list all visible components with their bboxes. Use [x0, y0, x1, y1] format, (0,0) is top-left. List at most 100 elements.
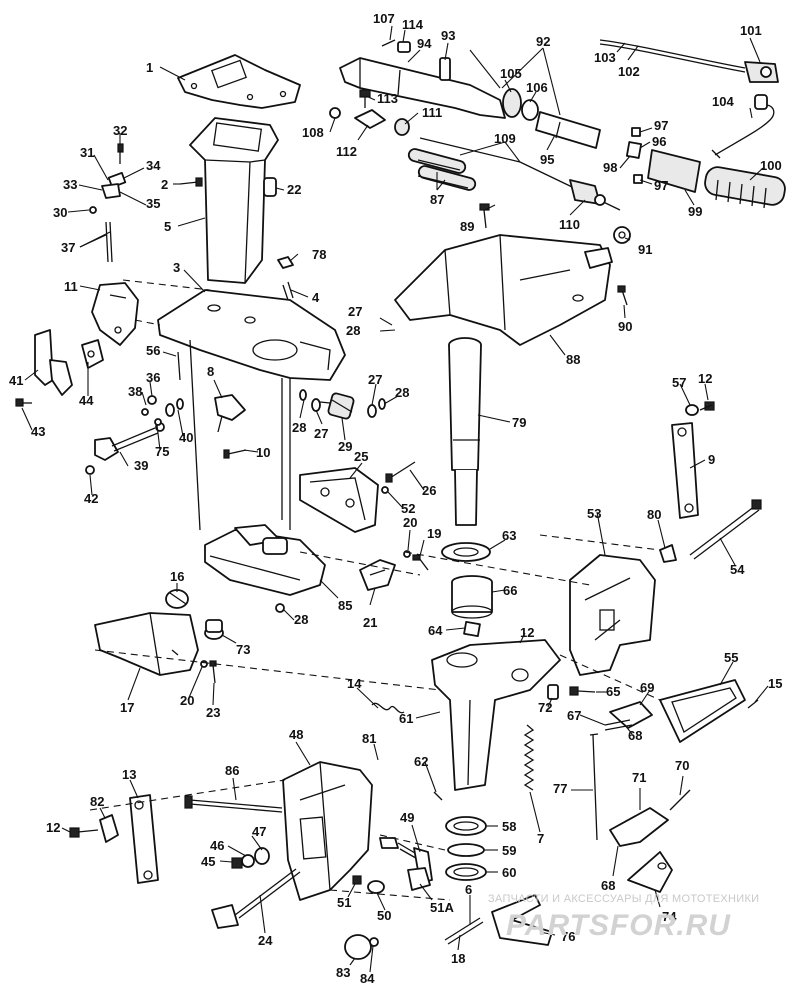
callout-52: 52 [401, 501, 415, 516]
callout-88: 88 [566, 352, 580, 367]
part-36-38-40-75-washers [141, 395, 184, 426]
part-107-114-small [381, 39, 411, 53]
callout-71: 71 [632, 770, 646, 785]
part-63-bushing [441, 542, 491, 562]
part-17-cover [94, 612, 199, 676]
callout-28-right: 28 [395, 385, 409, 400]
part-4-stud [282, 281, 294, 301]
part-87-grip-halves [407, 148, 477, 191]
part-85-cavitation-plate [204, 524, 326, 596]
callout-67: 67 [567, 708, 581, 723]
part-94-tiller-handle [339, 57, 506, 119]
part-41-bracket [34, 329, 73, 396]
part-22-grommet [263, 177, 277, 197]
callout-108: 108 [302, 125, 324, 140]
part-108-screw [329, 107, 341, 119]
callout-39: 39 [134, 458, 148, 473]
callout-49: 49 [400, 810, 414, 825]
callout-45: 45 [201, 854, 215, 869]
callout-27-lower: 27 [314, 426, 328, 441]
callout-12-right: 12 [698, 371, 712, 386]
callout-98: 98 [603, 160, 617, 175]
part-28-nut-lower [275, 603, 285, 613]
callout-83: 83 [336, 965, 350, 980]
part-112-113-friction [354, 89, 386, 129]
part-48-stern-bracket [282, 761, 373, 901]
alignment-lines [89, 279, 661, 901]
part-7-spring [523, 724, 535, 791]
callout-90: 90 [618, 319, 632, 334]
part-83-84-disc [344, 934, 379, 960]
callout-12-left: 12 [46, 820, 60, 835]
callout-87: 87 [430, 192, 444, 207]
part-10-screw [223, 449, 247, 459]
callout-38: 38 [128, 384, 142, 399]
part-105-106-collar [502, 88, 539, 121]
callout-24: 24 [258, 933, 273, 948]
part-43-screw [15, 398, 32, 407]
part-30-37-small-parts [89, 143, 127, 263]
part-53-clamp-bracket [569, 554, 656, 676]
part-39-shift-shaft [94, 422, 165, 461]
part-88-swivel-bracket [394, 234, 613, 346]
part-49-clamp-screw [379, 837, 433, 883]
part-95-shaft-tube [535, 111, 601, 149]
callout-20-top: 20 [403, 515, 417, 530]
leader-lines [21, 25, 769, 973]
callout-47: 47 [252, 824, 266, 839]
part-56-stud [177, 351, 181, 381]
callout-14: 14 [347, 676, 362, 691]
callout-27-top: 27 [348, 304, 362, 319]
callout-53: 53 [587, 506, 601, 521]
callout-19: 19 [427, 526, 441, 541]
callout-82: 82 [90, 794, 104, 809]
part-70-pin [669, 789, 691, 811]
callout-101: 101 [740, 23, 762, 38]
callout-103: 103 [594, 50, 616, 65]
callout-15: 15 [768, 676, 782, 691]
callout-31: 31 [80, 145, 94, 160]
part-29-bushing [319, 392, 355, 420]
callout-65: 65 [606, 684, 620, 699]
callout-81: 81 [362, 731, 376, 746]
part-3-adapter [157, 289, 346, 381]
part-79-steering-tube [448, 337, 482, 526]
callout-12-mid: 12 [520, 625, 534, 640]
part-15-screw [747, 699, 759, 709]
part-78-nut [277, 256, 294, 269]
part-82-clip [99, 814, 119, 843]
part-58-59-60-rings [445, 816, 487, 881]
callout-72: 72 [538, 700, 552, 715]
callout-42: 42 [84, 491, 98, 506]
part-11-lever [91, 282, 139, 346]
callout-43: 43 [31, 424, 45, 439]
callout-63: 63 [502, 528, 516, 543]
callout-40: 40 [179, 430, 193, 445]
callout-17: 17 [120, 700, 134, 715]
part-109-110-throttle-shaft [419, 137, 621, 211]
callout-76: 76 [561, 929, 575, 944]
callout-60: 60 [502, 865, 516, 880]
callout-48: 48 [289, 727, 303, 742]
part-44-plate [81, 339, 104, 369]
callout-25: 25 [354, 449, 368, 464]
callout-89: 89 [460, 219, 474, 234]
part-25-bracket [299, 467, 379, 533]
part-89-screw [479, 203, 490, 229]
callout-107: 107 [373, 11, 395, 26]
callout-79: 79 [512, 415, 526, 430]
callout-99: 99 [688, 204, 702, 219]
part-54-tilt-bolt [689, 499, 762, 560]
callout-20-bottom: 20 [180, 693, 194, 708]
callout-84: 84 [360, 971, 375, 986]
part-14-spring [371, 702, 405, 714]
callout-78: 78 [312, 247, 326, 262]
part-71-68-74-levers [609, 807, 673, 893]
callout-75: 75 [155, 444, 169, 459]
part-101-103-stop-switch-cable [599, 39, 779, 83]
part-26-screw [385, 461, 416, 483]
callout-11: 11 [64, 279, 78, 294]
callout-106: 106 [526, 80, 548, 95]
callout-77: 77 [553, 781, 567, 796]
callout-30: 30 [53, 205, 67, 220]
